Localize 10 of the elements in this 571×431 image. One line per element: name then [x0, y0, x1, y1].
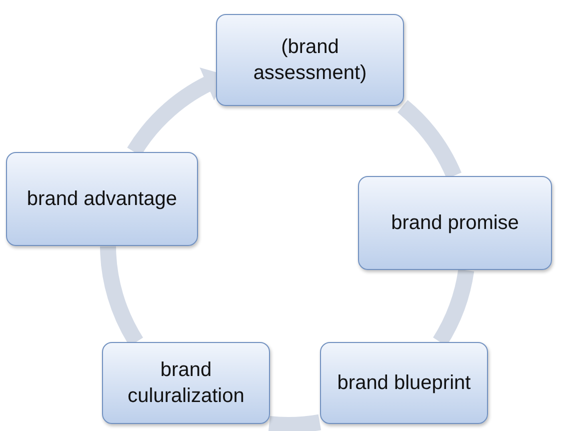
- process-box: [358, 176, 552, 270]
- box-label: brand advantage: [26, 187, 178, 212]
- process-box: [320, 342, 488, 424]
- box-label: (brand assessment): [252, 35, 368, 86]
- process-box: [6, 152, 198, 246]
- box-label: brand promise: [391, 211, 519, 236]
- box-label: brand culuralization: [126, 358, 246, 409]
- process-box: [102, 342, 270, 424]
- process-box: [216, 14, 404, 106]
- box-label: brand blueprint: [337, 371, 471, 396]
